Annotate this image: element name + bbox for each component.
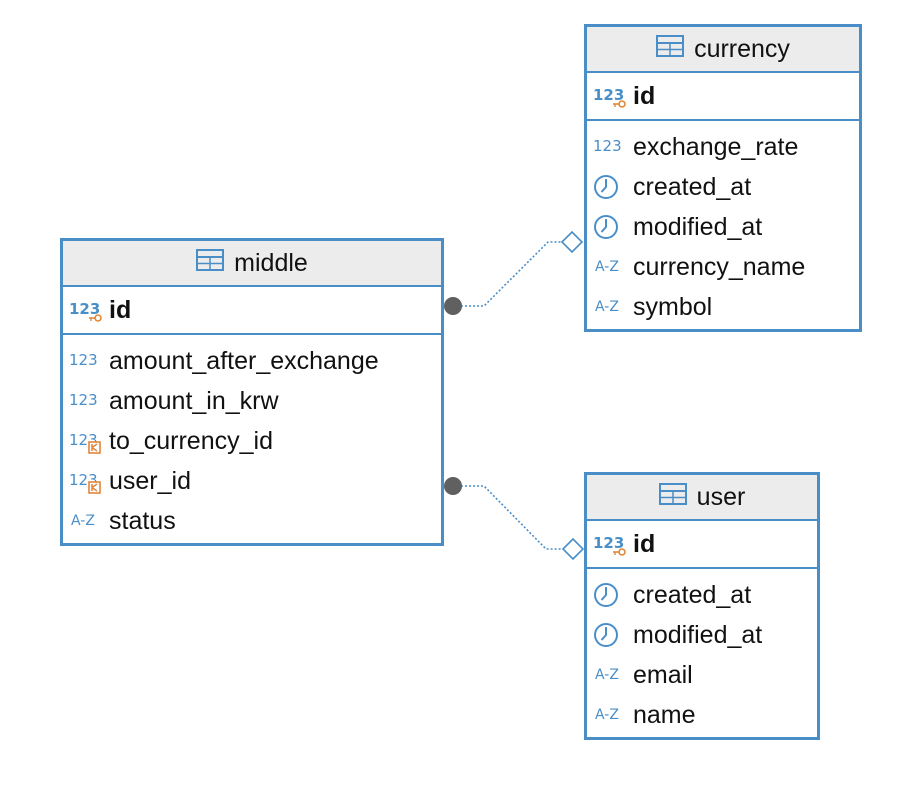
column-row[interactable]: A-Z name (587, 695, 817, 735)
column-row-pk[interactable]: 123 id (63, 287, 441, 335)
column-row[interactable]: 123 amount_in_krw (63, 381, 441, 421)
column-name: id (633, 81, 656, 110)
svg-text:123: 123 (593, 86, 624, 104)
column-name: modified_at (633, 212, 763, 241)
table-icon (658, 482, 687, 512)
entity-title: middle (63, 241, 441, 287)
numeric-key-icon: 123 (69, 296, 103, 324)
column-row[interactable]: created_at (587, 575, 817, 615)
svg-text:A-Z: A-Z (71, 513, 95, 529)
entity-user[interactable]: user 123 id created_at modified_at A-Z e… (584, 472, 820, 740)
text-icon: A-Z (593, 293, 627, 321)
entity-name: user (696, 482, 746, 511)
entity-name: currency (694, 34, 790, 63)
svg-text:123: 123 (69, 300, 100, 318)
clock-icon (593, 213, 627, 241)
text-icon: A-Z (593, 661, 627, 689)
text-icon: A-Z (593, 253, 627, 281)
numeric-icon: 123 (69, 387, 103, 415)
entity-title: user (587, 475, 817, 521)
column-name: created_at (633, 580, 752, 609)
column-name: id (633, 529, 656, 558)
entity-currency[interactable]: currency 123 id 123 exchange_rate create… (584, 24, 862, 332)
column-name: amount_in_krw (109, 386, 279, 415)
clock-icon (593, 621, 627, 649)
column-row[interactable]: 123 amount_after_exchange (63, 341, 441, 381)
column-name: name (633, 700, 696, 729)
column-name: status (109, 506, 176, 535)
svg-text:123: 123 (69, 391, 98, 409)
svg-text:123: 123 (593, 137, 622, 155)
column-name: id (109, 295, 132, 324)
table-icon (196, 248, 225, 278)
pk-endpoint-diamond (561, 537, 585, 561)
column-row[interactable]: 123 user_id (63, 461, 441, 501)
fk-endpoint-dot (444, 297, 462, 315)
numeric-key-icon: 123 (593, 82, 627, 110)
svg-text:A-Z: A-Z (595, 707, 619, 723)
column-row[interactable]: modified_at (587, 615, 817, 655)
column-name: to_currency_id (109, 426, 273, 455)
column-name: user_id (109, 466, 191, 495)
text-icon: A-Z (593, 701, 627, 729)
column-row[interactable]: A-Z currency_name (587, 247, 859, 287)
numeric-key-icon: 123 (593, 530, 627, 558)
clock-icon (593, 581, 627, 609)
svg-text:123: 123 (69, 351, 98, 369)
column-row[interactable]: 123 to_currency_id (63, 421, 441, 461)
numeric-fk-icon: 123 (69, 427, 103, 455)
numeric-icon: 123 (593, 133, 627, 161)
svg-text:A-Z: A-Z (595, 299, 619, 315)
numeric-fk-icon: 123 (69, 467, 103, 495)
table-icon (656, 34, 685, 64)
column-name: created_at (633, 172, 752, 201)
svg-text:123: 123 (593, 534, 624, 552)
clock-icon (593, 173, 627, 201)
column-row-pk[interactable]: 123 id (587, 73, 859, 121)
entity-name: middle (234, 248, 308, 277)
column-name: amount_after_exchange (109, 346, 379, 375)
column-name: exchange_rate (633, 132, 799, 161)
column-row-pk[interactable]: 123 id (587, 521, 817, 569)
entity-middle[interactable]: middle 123 id 123 amount_after_exchange … (60, 238, 444, 546)
pk-endpoint-diamond (560, 230, 584, 254)
fk-endpoint-dot (444, 477, 462, 495)
column-row[interactable]: A-Z email (587, 655, 817, 695)
relationship-middle-user[interactable] (444, 477, 585, 561)
relationship-middle-currency[interactable] (444, 230, 584, 315)
column-row[interactable]: created_at (587, 167, 859, 207)
column-name: symbol (633, 292, 713, 321)
column-name: email (633, 660, 693, 689)
entity-title: currency (587, 27, 859, 73)
column-row[interactable]: 123 exchange_rate (587, 127, 859, 167)
column-row[interactable]: A-Z status (63, 501, 441, 541)
column-row[interactable]: modified_at (587, 207, 859, 247)
svg-text:A-Z: A-Z (595, 667, 619, 683)
numeric-icon: 123 (69, 347, 103, 375)
svg-text:A-Z: A-Z (595, 259, 619, 275)
column-name: currency_name (633, 252, 806, 281)
text-icon: A-Z (69, 507, 103, 535)
column-row[interactable]: A-Z symbol (587, 287, 859, 327)
column-name: modified_at (633, 620, 763, 649)
